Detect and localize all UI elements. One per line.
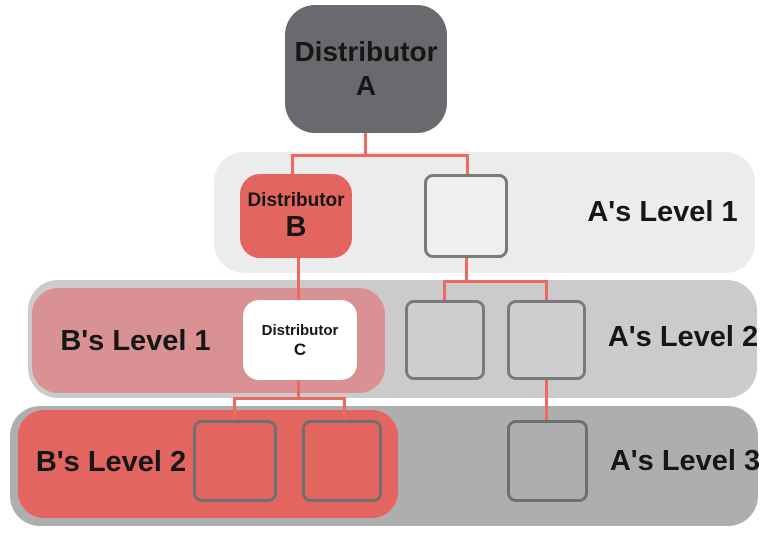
band-label-a-level-1: A's Level 1 — [587, 196, 738, 228]
node-distributor-c: Distributor C — [243, 300, 357, 380]
connector-to-level1-slot — [466, 154, 469, 177]
connector-c-down — [297, 378, 300, 399]
connector-b-level2-split — [233, 397, 346, 400]
distributor-a-label-line1: Distributor — [294, 36, 438, 67]
distributor-c-label-line2: C — [293, 339, 307, 359]
distributor-b-label-line1: Distributor — [247, 190, 345, 211]
empty-slot-a-level-1 — [424, 174, 508, 258]
distributor-a-label-line2: A — [355, 70, 377, 101]
connector-b-level2-left — [233, 397, 236, 421]
connector-b-to-c — [297, 256, 300, 302]
band-label-b-level-2: B's Level 2 — [35, 446, 187, 478]
connector-a-level2-to-level3 — [545, 378, 548, 422]
empty-slot-a-level-2-right — [507, 300, 586, 380]
empty-slot-a-level-2-left — [405, 300, 485, 380]
node-distributor-a: Distributor A — [285, 5, 447, 133]
distributor-b-label-line2: B — [285, 211, 307, 243]
connector-b-level2-right — [343, 397, 346, 421]
empty-slot-b-level-2-right — [302, 420, 382, 502]
connector-a-level2-right — [545, 280, 548, 302]
distributor-c-label-line1: Distributor — [261, 321, 339, 339]
band-label-a-level-2: A's Level 2 — [607, 321, 759, 353]
connector-level1-split — [291, 154, 469, 157]
connector-level1-slot-down — [465, 256, 468, 283]
connector-a-level2-split — [443, 280, 548, 283]
band-label-a-level-3: A's Level 3 — [609, 445, 761, 477]
empty-slot-b-level-2-left — [193, 420, 277, 502]
node-distributor-b: Distributor B — [240, 174, 352, 258]
band-label-b-level-1: B's Level 1 — [60, 325, 211, 357]
empty-slot-a-level-3 — [507, 420, 588, 502]
connector-a-down — [364, 133, 367, 156]
connector-to-distributor-b — [291, 154, 294, 176]
connector-a-level2-left — [443, 280, 446, 302]
